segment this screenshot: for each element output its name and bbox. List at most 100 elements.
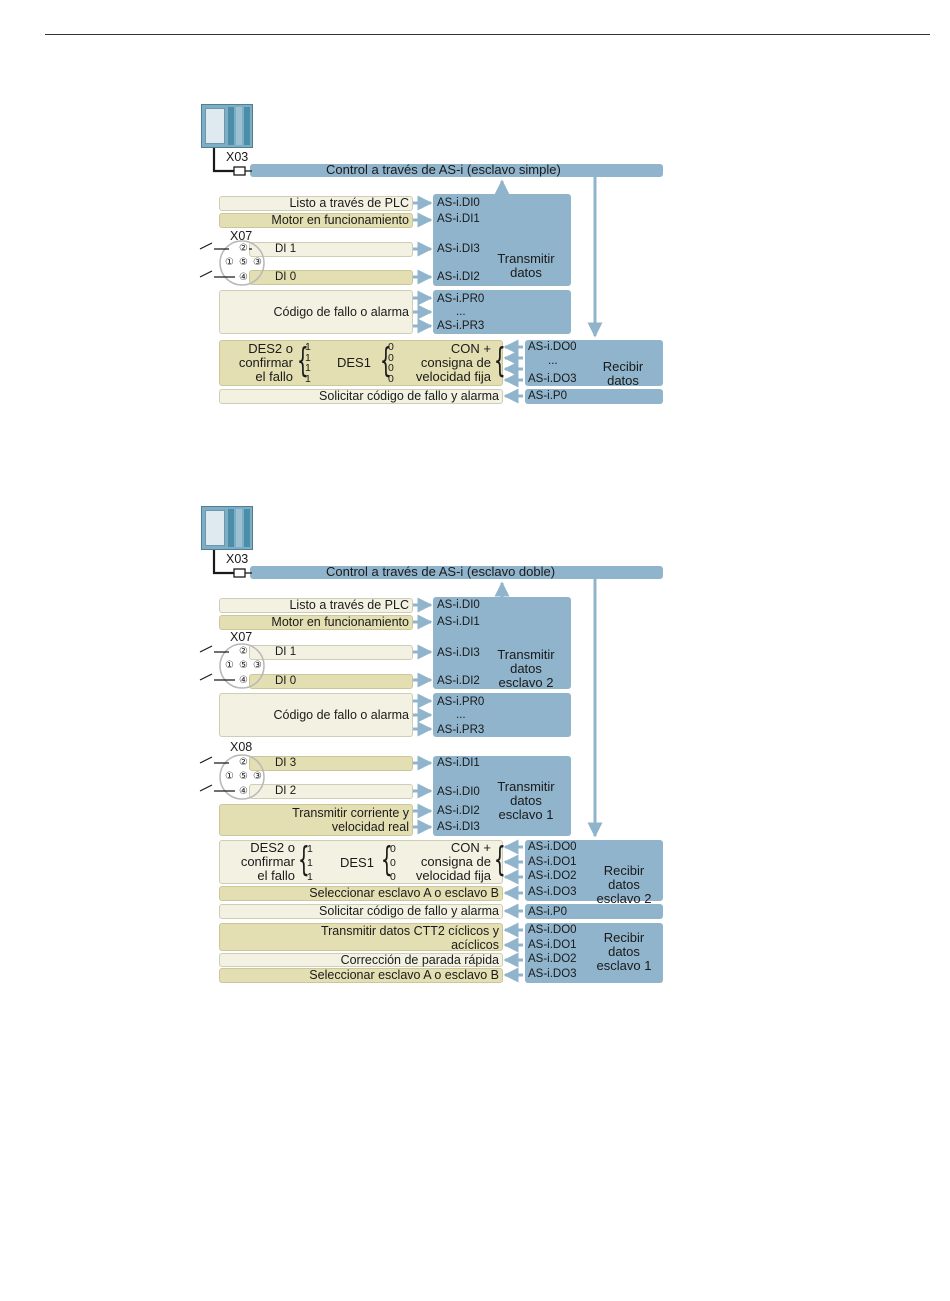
bus-title: Control a través de AS-i (esclavo simple… bbox=[326, 162, 561, 177]
input-row-correccion bbox=[219, 953, 503, 967]
signal-do1: AS-i.DO1 bbox=[528, 939, 577, 951]
pin-5: ⑤ bbox=[239, 257, 248, 268]
transmit-slave1-label: Transmitir datos esclavo 1 bbox=[497, 779, 555, 822]
transmit-block bbox=[433, 194, 571, 286]
pin-2: ② bbox=[239, 646, 248, 657]
signal-di2: AS-i.DI2 bbox=[437, 805, 480, 817]
bus-control-bar bbox=[250, 566, 663, 579]
pin-4: ④ bbox=[239, 786, 248, 797]
signal-di1: AS-i.DI1 bbox=[437, 757, 480, 769]
signal-di2: AS-i.DI2 bbox=[437, 675, 480, 687]
bus-control-bar bbox=[250, 164, 663, 177]
pin-1: ① bbox=[225, 660, 234, 671]
page-header-rule bbox=[45, 34, 930, 35]
bus-title: Control a través de AS-i (esclavo doble) bbox=[326, 564, 556, 579]
receive-slave1-label: Recibir datos esclavo 1 bbox=[596, 930, 652, 973]
receive-block-param bbox=[525, 389, 663, 404]
pin-3: ③ bbox=[253, 660, 262, 671]
des1-label: DES1 bbox=[340, 855, 374, 870]
signal-di0: AS-i.DI0 bbox=[437, 197, 480, 209]
signal-do0: AS-i.DO0 bbox=[528, 841, 577, 853]
pin-5: ⑤ bbox=[239, 660, 248, 671]
signal-do2: AS-i.DO2 bbox=[528, 870, 577, 882]
signal-rx-ellipsis: ... bbox=[548, 355, 558, 367]
input-label-di0: DI 0 bbox=[275, 675, 297, 687]
receive-block bbox=[525, 340, 663, 386]
signal-ellipsis: ... bbox=[456, 709, 466, 721]
input-row-seleccionar-b bbox=[219, 968, 503, 983]
signal-p0: AS-i.P0 bbox=[528, 906, 567, 918]
con-brace-icon: { bbox=[493, 341, 506, 381]
signal-pr3: AS-i.PR3 bbox=[437, 724, 485, 736]
input-row-di0 bbox=[249, 270, 413, 285]
input-label-solicitar: Solicitar código de fallo y alarma bbox=[319, 904, 499, 918]
input-label-codigo: Código de fallo o alarma bbox=[273, 305, 410, 319]
command-block bbox=[219, 340, 503, 386]
input-label-seleccionar-b: Seleccionar esclavo A o esclavo B bbox=[309, 968, 499, 982]
signal-do3: AS-i.DO3 bbox=[528, 373, 577, 385]
signal-pr3: AS-i.PR3 bbox=[437, 320, 485, 332]
pin-4: ④ bbox=[239, 272, 248, 283]
signal-do0: AS-i.DO0 bbox=[528, 341, 577, 353]
connector-x03-label: X03 bbox=[226, 552, 249, 566]
receive-slave2-label: Recibir datos esclavo 2 bbox=[596, 863, 652, 906]
des1-bits: 0 0 0 0 bbox=[388, 341, 394, 385]
input-label-listo: Listo a través de PLC bbox=[289, 598, 409, 612]
con-brace-icon: { bbox=[493, 840, 506, 880]
input-row-transmitir-corriente bbox=[219, 804, 413, 836]
input-row-seleccionar bbox=[219, 886, 503, 901]
signal-do3: AS-i.DO3 bbox=[528, 968, 577, 980]
signal-di2: AS-i.DI2 bbox=[437, 271, 480, 283]
input-label-solicitar: Solicitar código de fallo y alarma bbox=[319, 389, 499, 403]
transmit-label: Transmitir datos bbox=[497, 251, 555, 280]
input-row-codigo bbox=[219, 290, 413, 334]
des1-brace-icon: { bbox=[380, 840, 393, 880]
connector-x08-label: X08 bbox=[230, 740, 253, 754]
transmit-slave2-block bbox=[433, 597, 571, 689]
signal-di3: AS-i.DI3 bbox=[437, 821, 480, 833]
des1-bits: 0 0 0 bbox=[390, 843, 396, 883]
des2-brace-icon: { bbox=[296, 341, 309, 381]
des2-bits: 1 1 1 1 bbox=[305, 341, 311, 385]
input-label-di0: DI 0 bbox=[275, 271, 297, 283]
input-label-motor: Motor en funcionamiento bbox=[271, 213, 409, 227]
signal-do1: AS-i.DO1 bbox=[528, 856, 577, 868]
input-row-di1 bbox=[249, 645, 413, 660]
input-row-motor bbox=[219, 615, 413, 630]
des2-brace-icon: { bbox=[297, 840, 310, 880]
input-row-codigo bbox=[219, 693, 413, 737]
input-label-seleccionar: Seleccionar esclavo A o esclavo B bbox=[309, 886, 499, 900]
receive-slave1-block bbox=[525, 923, 663, 983]
receive-slave2-param bbox=[525, 904, 663, 919]
plc-device-icon bbox=[201, 506, 253, 550]
transmit-slave2-param bbox=[433, 693, 571, 737]
input-row-di3 bbox=[249, 756, 413, 771]
input-label-di1: DI 1 bbox=[275, 646, 297, 658]
receive-label: Recibir datos bbox=[602, 359, 644, 388]
signal-p0: AS-i.P0 bbox=[528, 390, 567, 402]
transmit-block-param bbox=[433, 290, 571, 334]
input-label-transmitir-corriente: Transmitir corriente y velocidad real bbox=[292, 806, 409, 834]
input-label-ctt2: Transmitir datos CTT2 cíclicos y acíclic… bbox=[320, 924, 499, 952]
des1-brace-icon: { bbox=[379, 341, 392, 381]
transmit-slave2-label: Transmitir datos esclavo 2 bbox=[497, 647, 555, 690]
des2-label: DES2 o confirmar el fallo bbox=[238, 341, 293, 384]
input-row-solicitar bbox=[219, 904, 503, 919]
signal-do2: AS-i.DO2 bbox=[528, 953, 577, 965]
des1-label: DES1 bbox=[337, 355, 371, 370]
input-label-di2: DI 2 bbox=[275, 785, 297, 797]
signal-di0: AS-i.DI0 bbox=[437, 599, 480, 611]
signal-di3: AS-i.DI3 bbox=[437, 647, 480, 659]
des2-bits: 1 1 1 bbox=[307, 843, 313, 883]
command-block bbox=[219, 840, 503, 884]
input-row-di2 bbox=[249, 784, 413, 799]
con-label: CON + consigna de velocidad fija bbox=[415, 840, 491, 883]
receive-slave2-block bbox=[525, 840, 663, 901]
pin-2: ② bbox=[239, 243, 248, 254]
input-row-ctt2 bbox=[219, 923, 503, 951]
pin-3: ③ bbox=[253, 771, 262, 782]
des2-label: DES2 o confirmar el fallo bbox=[240, 840, 295, 883]
plc-device-icon bbox=[201, 104, 253, 148]
input-label-listo: Listo a través de PLC bbox=[289, 196, 409, 210]
